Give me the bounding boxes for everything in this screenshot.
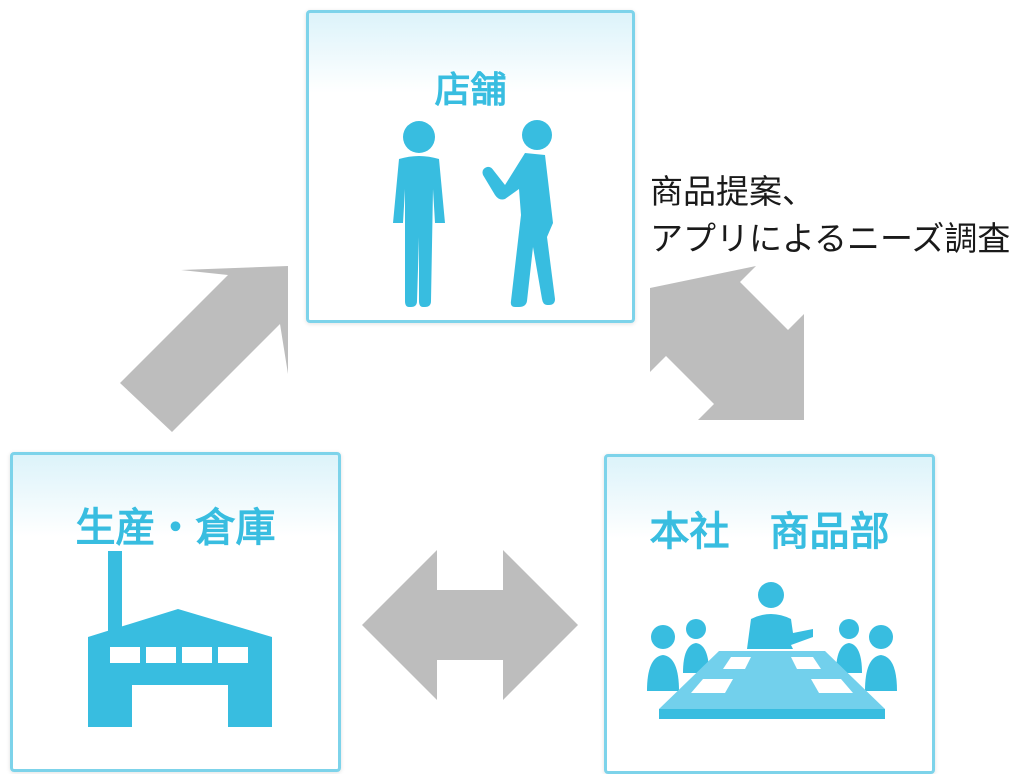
hq-box: 本社 商品部	[604, 454, 935, 774]
arrow-factory-to-store	[120, 266, 288, 432]
store-hq-label: 商品提案、 アプリによるニーズ調査	[650, 168, 1010, 262]
store-title: 店舗	[434, 70, 507, 111]
factory-box: 生産・倉庫	[10, 452, 341, 772]
hq-title: 本社 商品部	[649, 509, 890, 555]
meeting-icon	[647, 582, 897, 719]
factory-icon	[88, 551, 272, 727]
people-talking-icon	[393, 120, 555, 307]
arrow-store-hq	[650, 266, 804, 420]
arrow-factory-hq	[362, 550, 578, 700]
label-line-2: アプリによるニーズ調査	[650, 219, 1011, 258]
label-line-1: 商品提案、	[650, 172, 815, 211]
factory-title: 生産・倉庫	[75, 505, 276, 551]
store-box: 店舗	[306, 10, 635, 323]
